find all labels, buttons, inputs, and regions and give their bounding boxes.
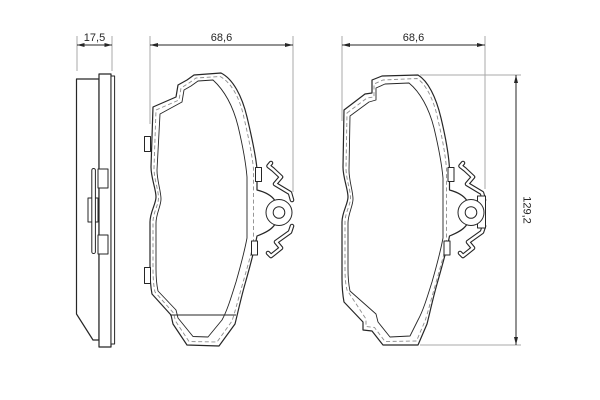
pad-front-view-left: 68,6 <box>144 32 295 347</box>
arrowhead-right-icon <box>104 43 112 47</box>
right-edge-tab-upper <box>447 167 455 182</box>
dimension-pad-height: 129,2 <box>420 74 533 346</box>
friction-hidden-outline-left <box>152 76 254 343</box>
backing-plate-outline-right <box>341 74 475 346</box>
tab-edge-on-lower <box>97 234 109 255</box>
wear-indicator-clip <box>265 160 295 259</box>
dimension-side-thickness: 17,5 <box>76 32 113 71</box>
backing-plate-outline-left <box>149 72 283 347</box>
dimension-label-pad-height: 129,2 <box>521 196 533 224</box>
clip-lower-arm <box>265 223 295 259</box>
dimension-label-pad-width-right: 68,6 <box>403 32 424 44</box>
shim-side <box>110 75 116 345</box>
arrowhead-right-icon <box>285 43 293 47</box>
arrowhead-right-icon <box>477 43 485 47</box>
arrowhead-up-icon <box>514 75 518 83</box>
left-edge-tab-lower <box>144 267 151 284</box>
friction-face-outline-left <box>155 79 248 338</box>
clip-upper-arm-inner <box>267 161 294 202</box>
dimension-label-pad-width-left: 68,6 <box>211 32 232 44</box>
clip-lower-arm-inner <box>458 224 486 258</box>
right-edge-tab-lower <box>251 240 258 256</box>
friction-face-outline-right <box>347 82 444 338</box>
pad-front-view-right: 68,6 129,2 <box>341 32 533 346</box>
guide-hole-left <box>272 206 286 219</box>
clip-lower-arm <box>457 223 487 259</box>
tab-edge-on-upper <box>97 168 109 189</box>
clip-lower-arm-inner <box>266 224 294 258</box>
backing-plate-side <box>98 73 112 348</box>
right-edge-tab-upper <box>255 167 262 182</box>
dimension-label-side-thickness: 17,5 <box>84 32 105 44</box>
side-view: 17,5 <box>75 32 116 348</box>
arrowhead-down-icon <box>514 337 518 345</box>
clip-upper-arm-inner <box>459 161 486 202</box>
clip-pin-edge-on <box>91 168 96 254</box>
arrowhead-left-icon <box>77 43 85 47</box>
arrowhead-left-icon <box>150 43 158 47</box>
right-edge-tab-lower <box>443 240 451 256</box>
dimension-pad-width-right: 68,6 <box>341 32 486 189</box>
left-edge-tab-upper <box>144 136 151 152</box>
friction-hidden-outline-right <box>344 78 447 342</box>
dimension-pad-width-left: 68,6 <box>149 32 294 192</box>
arrowhead-left-icon <box>342 43 350 47</box>
wear-indicator-clip-right <box>457 160 487 259</box>
guide-hole-right <box>464 206 478 219</box>
